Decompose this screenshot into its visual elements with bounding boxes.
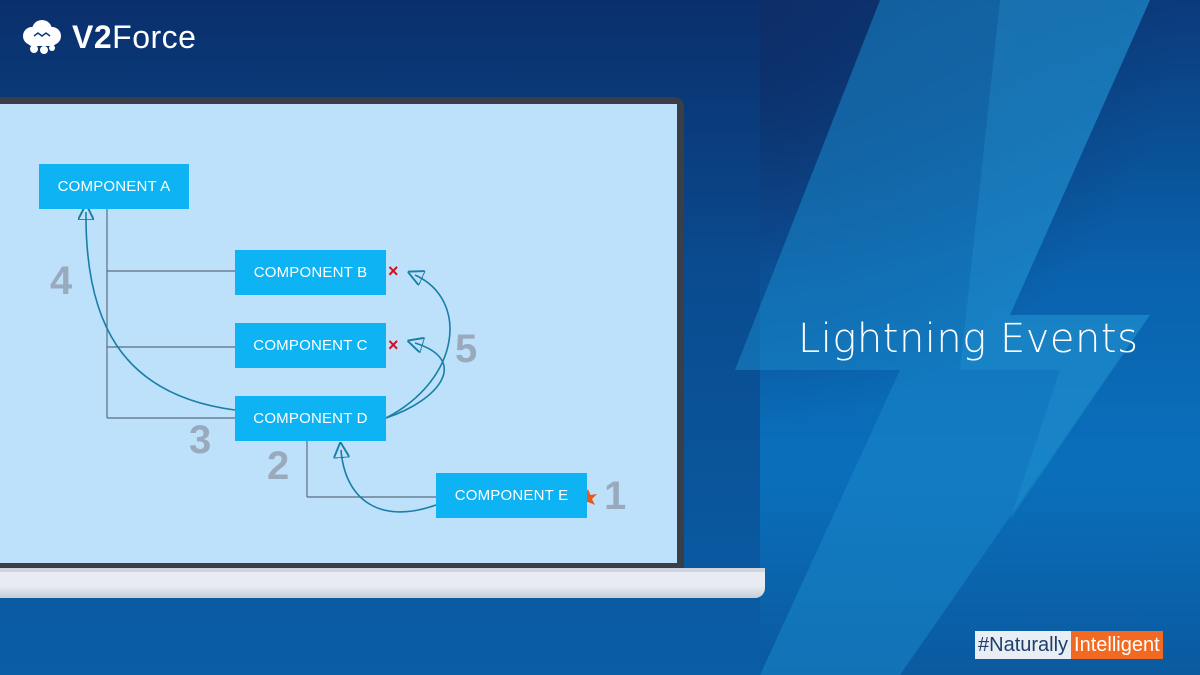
component-e: COMPONENT E — [436, 473, 587, 518]
step-number-4: 4 — [50, 259, 73, 303]
logo-v2-text: V2 — [72, 18, 113, 55]
cross-icon-c: × — [388, 335, 399, 355]
logo-force-text: Force — [112, 18, 197, 55]
component-d: COMPONENT D — [235, 396, 386, 441]
diagram-connectors — [0, 0, 597, 513]
event-arrows — [86, 212, 451, 513]
cross-icon-b: × — [388, 261, 399, 281]
step-number-2: 2 — [267, 444, 290, 488]
cloud-logo-icon — [23, 20, 61, 54]
step-number-3: 3 — [189, 418, 212, 462]
brand-logo: V2Force — [20, 18, 196, 56]
step-number-5: 5 — [455, 327, 478, 371]
component-c: COMPONENT C — [235, 323, 386, 368]
hierarchy-lines — [106, 209, 436, 498]
component-a: COMPONENT A — [39, 164, 189, 209]
hashtag-part1: #Naturally — [975, 631, 1072, 659]
step-number-1: 1 — [604, 474, 627, 518]
component-b: COMPONENT B — [235, 250, 386, 295]
page-title: Lightning Events — [798, 316, 1139, 362]
laptop-base — [0, 568, 765, 598]
hashtag-part2: Intelligent — [1071, 631, 1163, 659]
